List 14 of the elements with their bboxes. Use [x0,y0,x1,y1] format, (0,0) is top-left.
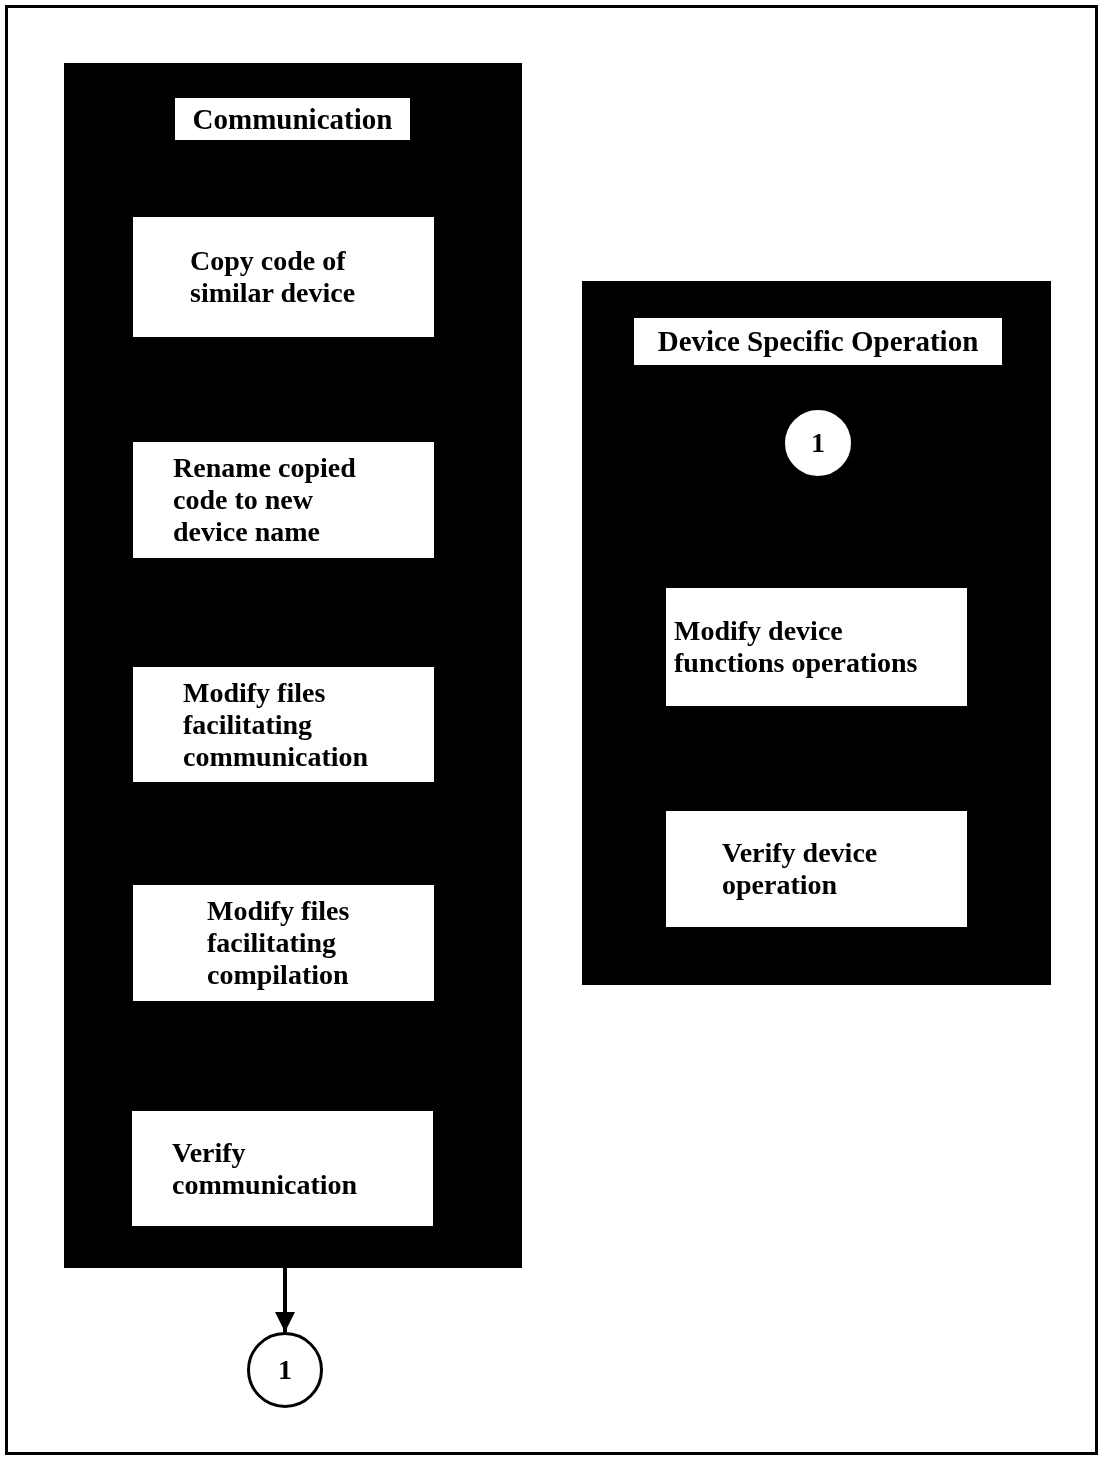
process-box: Modify files facilitating communication [133,667,434,782]
process-box: Rename copied code to new device name [133,442,434,558]
group-heading: Device Specific Operation [634,318,1002,365]
process-box: Modify device functions operations [666,588,967,706]
connector-circle: 1 [782,407,854,479]
group-panel [64,63,522,1268]
process-box: Modify files facilitating compilation [133,885,434,1001]
connector-circle: 1 [247,1332,323,1408]
group-heading: Communication [175,98,410,140]
group-panel [582,281,1051,985]
arrow [275,1268,295,1332]
process-box: Verify communication [132,1111,433,1226]
process-box: Verify device operation [666,811,967,927]
process-box: Copy code of similar device [133,217,434,337]
